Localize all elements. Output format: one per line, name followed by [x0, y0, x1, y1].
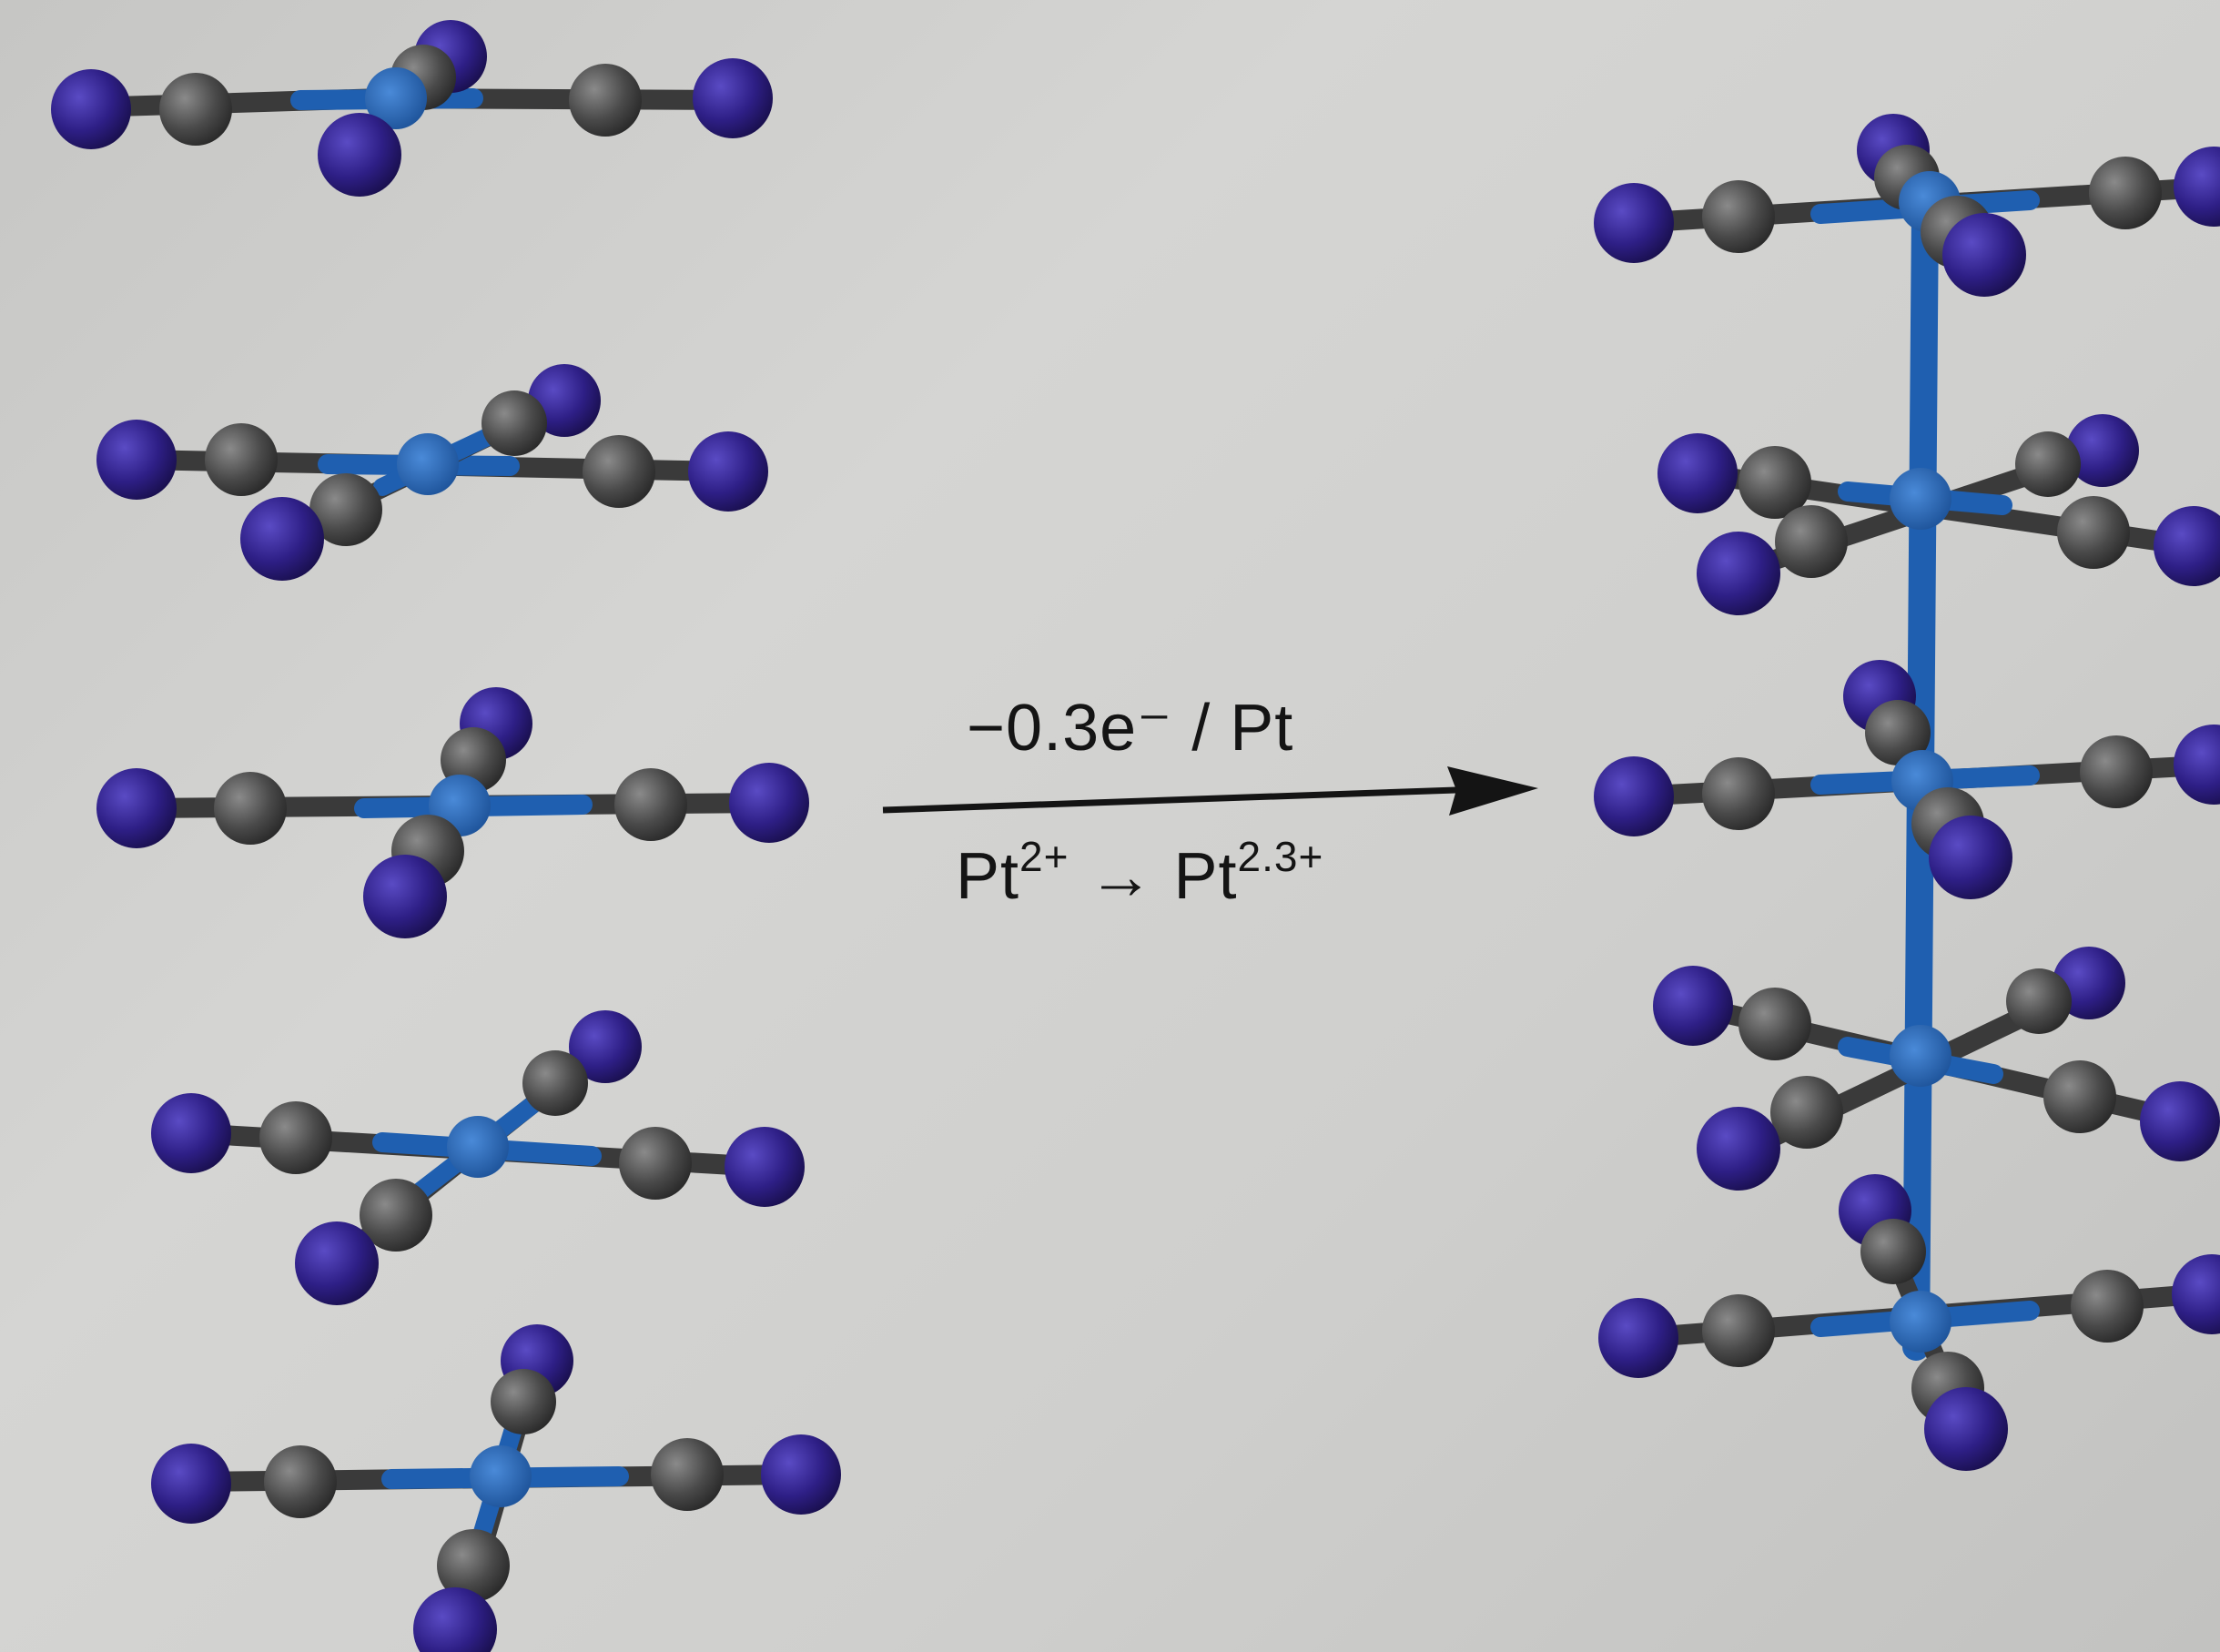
molecule-right-2 — [1657, 414, 2220, 615]
electron-removal-label: −0.3e⁻ / Pt — [967, 692, 1294, 765]
conversion-arrow: → — [1088, 840, 1155, 913]
right-molecule-stack — [1594, 114, 2220, 1471]
molecule-left-3 — [96, 687, 809, 938]
product-charge: 2.3+ — [1237, 833, 1324, 880]
molecule-right-5 — [1598, 1174, 2220, 1471]
oxidation-state-label: Pt2+ → Pt2.3+ — [956, 833, 1323, 914]
molecule-left-5 — [151, 1324, 841, 1652]
left-molecule-column — [51, 20, 841, 1652]
molecule-right-4 — [1653, 947, 2220, 1191]
molecule-right-3 — [1594, 660, 2220, 899]
reaction-arrow — [882, 766, 1538, 816]
molecule-left-1 — [51, 20, 773, 197]
molecule-right-1 — [1594, 114, 2220, 297]
reactant-symbol: Pt — [956, 840, 1020, 913]
molecule-left-4 — [151, 1010, 805, 1305]
product-symbol: Pt — [1173, 840, 1238, 913]
molecule-left-2 — [96, 364, 768, 581]
reactant-charge: 2+ — [1019, 833, 1069, 880]
